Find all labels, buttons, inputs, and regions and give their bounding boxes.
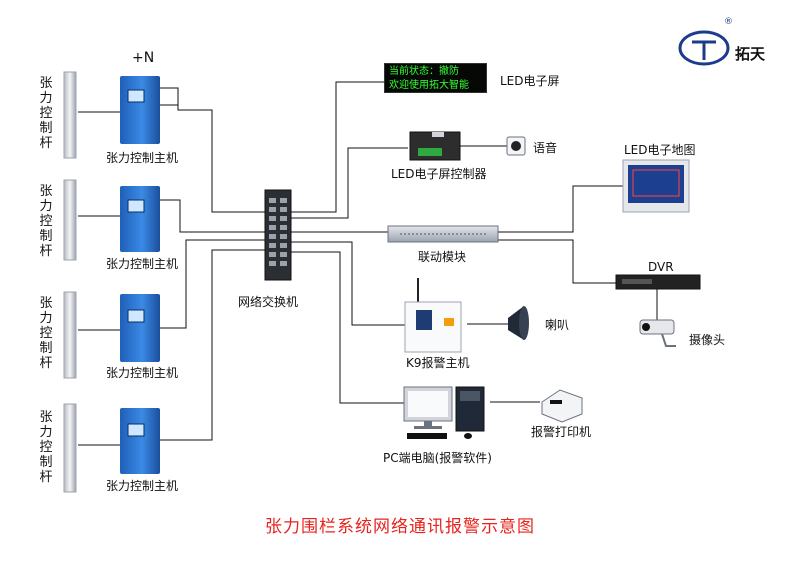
- brand-logo: [678, 30, 730, 66]
- speaker: [508, 306, 529, 340]
- pc-label: PC端电脑(报警软件): [383, 451, 492, 465]
- printer-label: 报警打印机: [531, 425, 592, 439]
- pole-1: [63, 71, 77, 159]
- power-label: +N: [132, 50, 155, 66]
- speaker-label: 喇叭: [545, 318, 570, 332]
- pole-4: [63, 403, 77, 493]
- network-switch: [264, 189, 292, 281]
- voice-label: 语音: [533, 141, 558, 155]
- pole-2: [63, 179, 77, 261]
- dvr-label: DVR: [648, 260, 674, 274]
- host-label-2: 张力控制主机: [106, 257, 179, 271]
- pole-label-4: 张力控制杆: [39, 410, 53, 485]
- tension-host-4: [120, 408, 160, 474]
- voice-module: [506, 136, 526, 156]
- linkage-label: 联动模块: [418, 250, 467, 264]
- led-screen-line-1: 当前状态：撤防: [389, 66, 459, 77]
- pole-label-1: 张力控制杆: [39, 76, 53, 151]
- host-label-4: 张力控制主机: [106, 479, 179, 493]
- dvr-unit: [615, 274, 701, 290]
- led-screen: 当前状态：撤防 欢迎使用拓大智能: [384, 63, 487, 93]
- k9-label: K9报警主机: [406, 356, 470, 370]
- tension-host-3: [120, 294, 160, 362]
- diagram-title: 张力围栏系统网络通讯报警示意图: [265, 517, 535, 537]
- pc-computer: [403, 386, 485, 439]
- registered-mark: ®: [724, 17, 733, 27]
- pole-3: [63, 291, 77, 379]
- linkage-module: [387, 225, 499, 243]
- led-screen-line-2: 欢迎使用拓大智能: [389, 80, 469, 91]
- led-controller-label: LED电子屏控制器: [391, 167, 487, 181]
- led-map-label: LED电子地图: [624, 143, 696, 157]
- tension-host-1: [120, 76, 160, 144]
- pole-label-2: 张力控制杆: [39, 184, 53, 259]
- led-controller: [409, 131, 461, 161]
- k9-alarm-host: [404, 278, 462, 353]
- connection-lines: [78, 81, 658, 446]
- led-screen-label: LED电子屏: [500, 74, 560, 88]
- pole-label-3: 张力控制杆: [39, 296, 53, 371]
- alarm-printer: [541, 389, 583, 423]
- camera-label: 摄像头: [689, 333, 726, 347]
- camera: [639, 319, 676, 347]
- tension-host-2: [120, 186, 160, 252]
- host-label-1: 张力控制主机: [106, 151, 179, 165]
- brand-name: 拓天: [735, 45, 766, 63]
- host-label-3: 张力控制主机: [106, 366, 179, 380]
- led-map-screen: [622, 159, 690, 213]
- switch-label: 网络交换机: [238, 295, 299, 309]
